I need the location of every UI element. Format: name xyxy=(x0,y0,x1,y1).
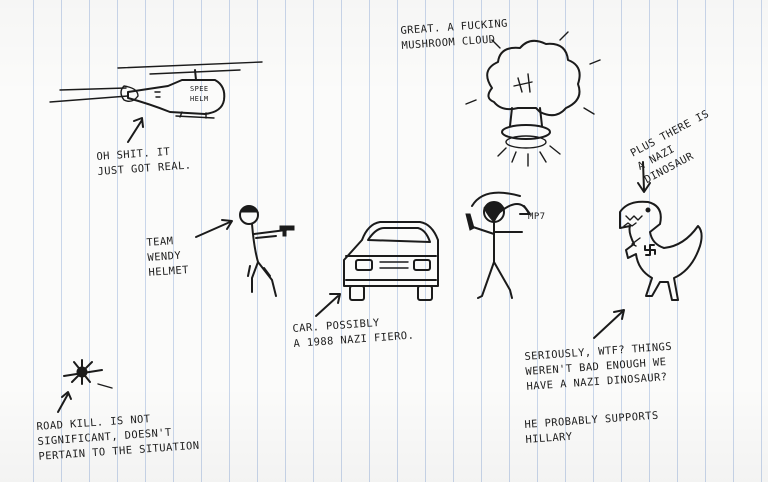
gunman-left-drawing xyxy=(239,205,295,297)
helicopter-arrow xyxy=(127,117,144,143)
roadkill-drawing xyxy=(63,359,113,389)
car-arrow xyxy=(315,293,341,317)
wtf-arrow xyxy=(593,309,625,339)
helicopter-drawing xyxy=(49,61,263,119)
weapon-label: MP7 xyxy=(528,212,546,222)
dinosaur-drawing xyxy=(619,200,703,301)
team-caption: TEAM WENDY HELMET xyxy=(146,235,190,279)
mushroom-cloud-drawing xyxy=(465,31,601,167)
team-arrow xyxy=(195,219,233,238)
helicopter-label: SPEE HELM xyxy=(190,85,209,103)
dinosaur-arrow xyxy=(637,161,651,193)
car-drawing xyxy=(343,221,439,301)
gunman-right-drawing xyxy=(465,191,531,299)
roadkill-arrow xyxy=(57,391,72,413)
